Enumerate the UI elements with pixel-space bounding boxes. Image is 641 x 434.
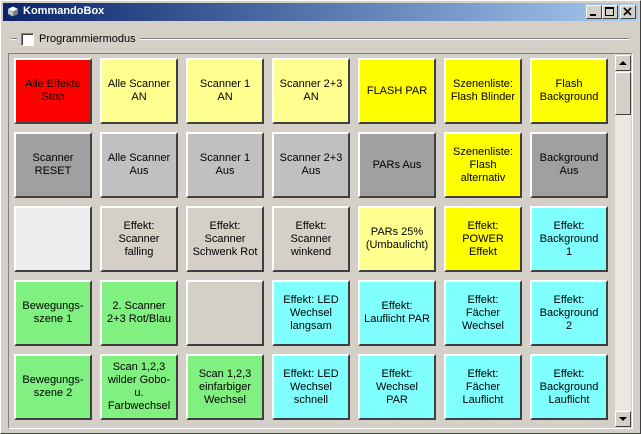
programmiermodus-group: Programmiermodus — [11, 31, 631, 47]
command-button[interactable]: Effekt: Scanner winkend — [272, 206, 350, 272]
command-button[interactable]: Effekt: Fächer Lauflicht — [444, 354, 522, 420]
cube-icon — [8, 6, 18, 17]
command-button[interactable]: Effekt: Lauflicht PAR — [358, 280, 436, 346]
command-button[interactable]: Alle Scanner Aus — [100, 132, 178, 198]
title-bar[interactable]: KommandoBox — [3, 3, 638, 21]
command-button[interactable]: Scanner 1 AN — [186, 58, 264, 124]
programmiermodus-checkbox[interactable] — [21, 33, 34, 46]
command-button[interactable]: Effekt: Wechsel PAR — [358, 354, 436, 420]
command-button[interactable]: Effekt: Fächer Wechsel — [444, 280, 522, 346]
programmiermodus-label[interactable]: Programmiermodus — [39, 33, 140, 45]
arrow-down-icon — [619, 417, 627, 421]
command-button[interactable]: Szenenliste: Flash Blinder — [444, 58, 522, 124]
command-button[interactable]: Effekt: POWER Effekt — [444, 206, 522, 272]
command-button[interactable]: PARs 25% (Umbaulicht) — [358, 206, 436, 272]
command-button[interactable]: Effekt: Background 2 — [530, 280, 608, 346]
command-button[interactable]: Effekt: Scanner Schwenk Rot — [186, 206, 264, 272]
command-button[interactable]: Bewegungs- szene 2 — [14, 354, 92, 420]
vertical-scrollbar[interactable] — [615, 55, 631, 427]
command-button[interactable]: Scanner 2+3 Aus — [272, 132, 350, 198]
command-button[interactable]: Flash Background — [530, 58, 608, 124]
command-button[interactable]: Scan 1,2,3 einfarbiger Wechsel — [186, 354, 264, 420]
minimize-button[interactable] — [586, 5, 602, 19]
command-button[interactable]: Effekt: LED Wechsel schnell — [272, 354, 350, 420]
maximize-button[interactable] — [602, 5, 618, 19]
maximize-icon — [605, 7, 614, 16]
command-button[interactable]: Scanner 1 Aus — [186, 132, 264, 198]
command-button[interactable]: Bewegungs- szene 1 — [14, 280, 92, 346]
command-button[interactable]: FLASH PAR — [358, 58, 436, 124]
command-button[interactable]: Background Aus — [530, 132, 608, 198]
command-button[interactable] — [14, 206, 92, 272]
command-button[interactable]: 2. Scanner 2+3 Rot/Blau — [100, 280, 178, 346]
minimize-icon — [590, 14, 596, 16]
command-button[interactable]: Alle Scanner AN — [100, 58, 178, 124]
scroll-down-button[interactable] — [615, 411, 631, 427]
scroll-thumb[interactable] — [615, 72, 631, 115]
scroll-up-button[interactable] — [615, 55, 631, 71]
command-button[interactable]: Scan 1,2,3 wilder Gobo- u. Farbwechsel — [100, 354, 178, 420]
command-button[interactable]: Scanner RESET — [14, 132, 92, 198]
command-button[interactable]: Alle Effekte Stop — [14, 58, 92, 124]
close-icon — [623, 7, 632, 16]
command-button[interactable]: Effekt: Background 1 — [530, 206, 608, 272]
command-button[interactable]: Scanner 2+3 AN — [272, 58, 350, 124]
command-button[interactable] — [186, 280, 264, 346]
command-button[interactable]: PARs Aus — [358, 132, 436, 198]
command-button[interactable]: Effekt: Background Lauflicht — [530, 354, 608, 420]
command-button[interactable]: Effekt: Scanner falling — [100, 206, 178, 272]
arrow-up-icon — [619, 61, 627, 65]
window-title: KommandoBox — [23, 5, 105, 17]
command-button[interactable]: Effekt: LED Wechsel langsam — [272, 280, 350, 346]
command-button[interactable]: Szenenliste: Flash alternativ — [444, 132, 522, 198]
close-button[interactable] — [620, 5, 636, 19]
